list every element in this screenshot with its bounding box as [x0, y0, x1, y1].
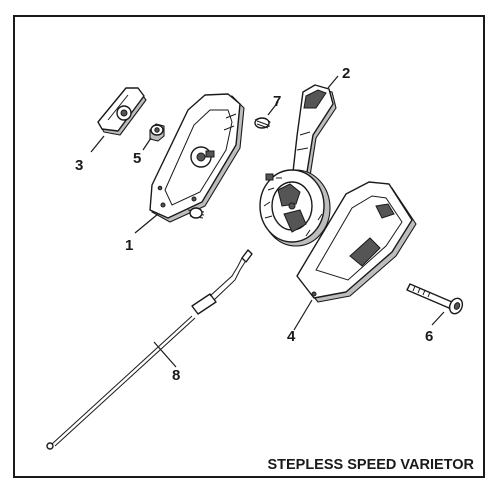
- leader-4: [293, 299, 313, 331]
- part-6-screw: [406, 283, 464, 315]
- diagram-frame: [13, 15, 485, 478]
- callout-7: 7: [273, 93, 281, 110]
- part-7-spring: [254, 117, 271, 129]
- leader-3: [90, 135, 105, 153]
- callout-4: 4: [287, 328, 296, 345]
- leader-8: [153, 341, 177, 368]
- callout-6: 6: [425, 328, 433, 345]
- callout-3: 3: [75, 157, 83, 174]
- leader-lines: [90, 75, 445, 368]
- leader-1: [134, 213, 159, 234]
- small-spring: [187, 207, 205, 219]
- part-4-upper-cover: [296, 181, 417, 303]
- callout-5: 5: [133, 150, 141, 167]
- leader-7: [267, 101, 279, 116]
- leader-5: [142, 137, 152, 151]
- callout-1: 1: [125, 237, 133, 254]
- leader-6: [431, 311, 445, 326]
- part-2-control-lever: [292, 84, 337, 177]
- part-5-nut: [149, 123, 165, 142]
- part-3-bracket-plate: [97, 87, 147, 136]
- part-2-dial-plate: [259, 169, 331, 247]
- leader-2: [327, 75, 339, 89]
- part-1-housing-shell: [149, 93, 245, 223]
- callout-2: 2: [342, 65, 350, 82]
- part-8-cable: [46, 249, 253, 450]
- callout-8: 8: [172, 367, 180, 384]
- diagram-title: STEPLESS SPEED VARIETOR: [267, 457, 474, 473]
